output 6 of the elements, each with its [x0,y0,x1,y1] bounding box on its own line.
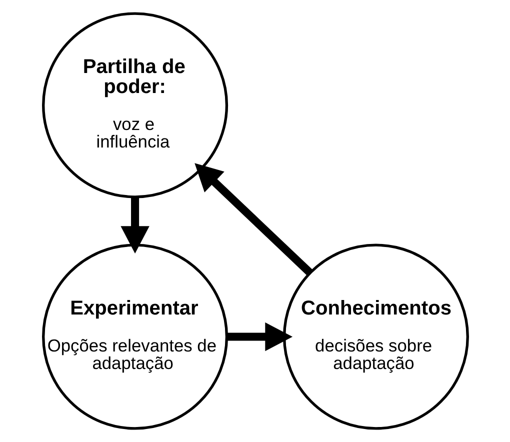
arrow [194,163,312,276]
node-circle: Experimentar Opções relevantes de adaptação [42,244,228,430]
arrow [120,197,149,254]
node-circle: Partilha de poder: voz e influência [42,12,228,198]
node-circle: Conhecimentos decisões sobre adaptação [282,244,468,430]
arrow [226,322,292,352]
